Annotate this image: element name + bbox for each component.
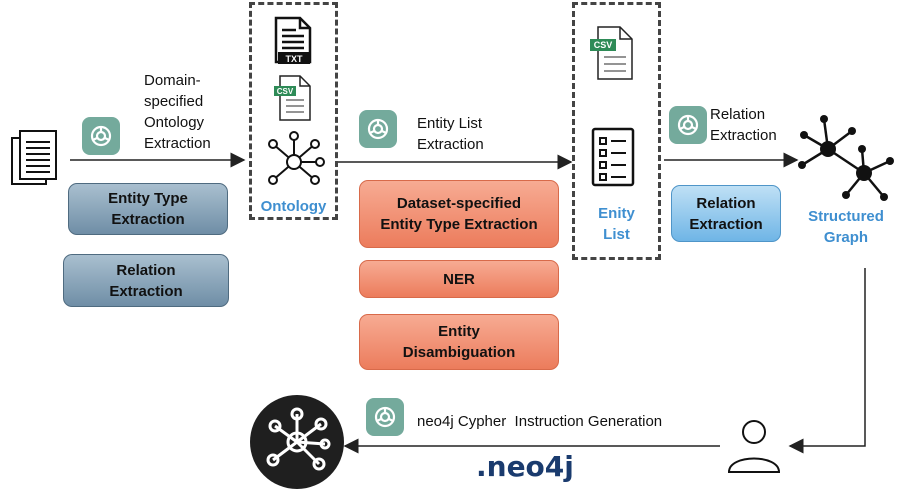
structured-graph-label: Structured Graph (808, 208, 884, 246)
dataset-entity-type-extraction-box: Dataset-specified Entity Type Extraction (359, 180, 559, 248)
chatgpt-icon (669, 106, 707, 144)
ontology-network-icon (268, 131, 325, 185)
structured-graph-icon (798, 115, 894, 201)
csv-file-icon: CSV (274, 75, 311, 121)
document-icon (11, 130, 57, 185)
user-icon (727, 420, 781, 473)
cypher-generation-label: neo4j Cypher Instruction Generation (417, 413, 663, 430)
entity-list-container (572, 2, 661, 260)
relation-extraction-box-left: Relation Extraction (63, 254, 229, 307)
label-relation-extraction: Relation Extraction (710, 106, 777, 144)
entity-disambiguation-box: Entity Disambiguation (359, 314, 559, 370)
chatgpt-icon (359, 110, 397, 148)
entity-type-extraction-box: Entity Type Extraction (68, 183, 228, 235)
checklist-icon (591, 127, 635, 187)
chatgpt-icon (366, 398, 404, 436)
entity-list-label: Enity List (598, 205, 635, 243)
ontology-container (249, 2, 338, 220)
label-domain-ontology-extraction: Domain- specified Ontology Extraction (144, 72, 211, 152)
label-entity-list-extraction: Entity List Extraction (417, 115, 484, 153)
relation-extraction-box-right: Relation Extraction (671, 185, 781, 242)
neo4j-logo: .neo4j (476, 450, 574, 483)
ner-box: NER (359, 260, 559, 298)
txt-file-icon: TXT (274, 16, 312, 64)
chatgpt-icon (82, 117, 120, 155)
ontology-label: Ontology (260, 198, 327, 215)
csv-file-icon: CSV (590, 26, 633, 80)
csv-label: CSV (594, 40, 613, 50)
knowledge-graph-circle-icon (250, 395, 344, 489)
txt-label: TXT (286, 54, 304, 64)
csv-label: CSV (277, 87, 294, 96)
arrow-graph-to-user (788, 268, 866, 454)
